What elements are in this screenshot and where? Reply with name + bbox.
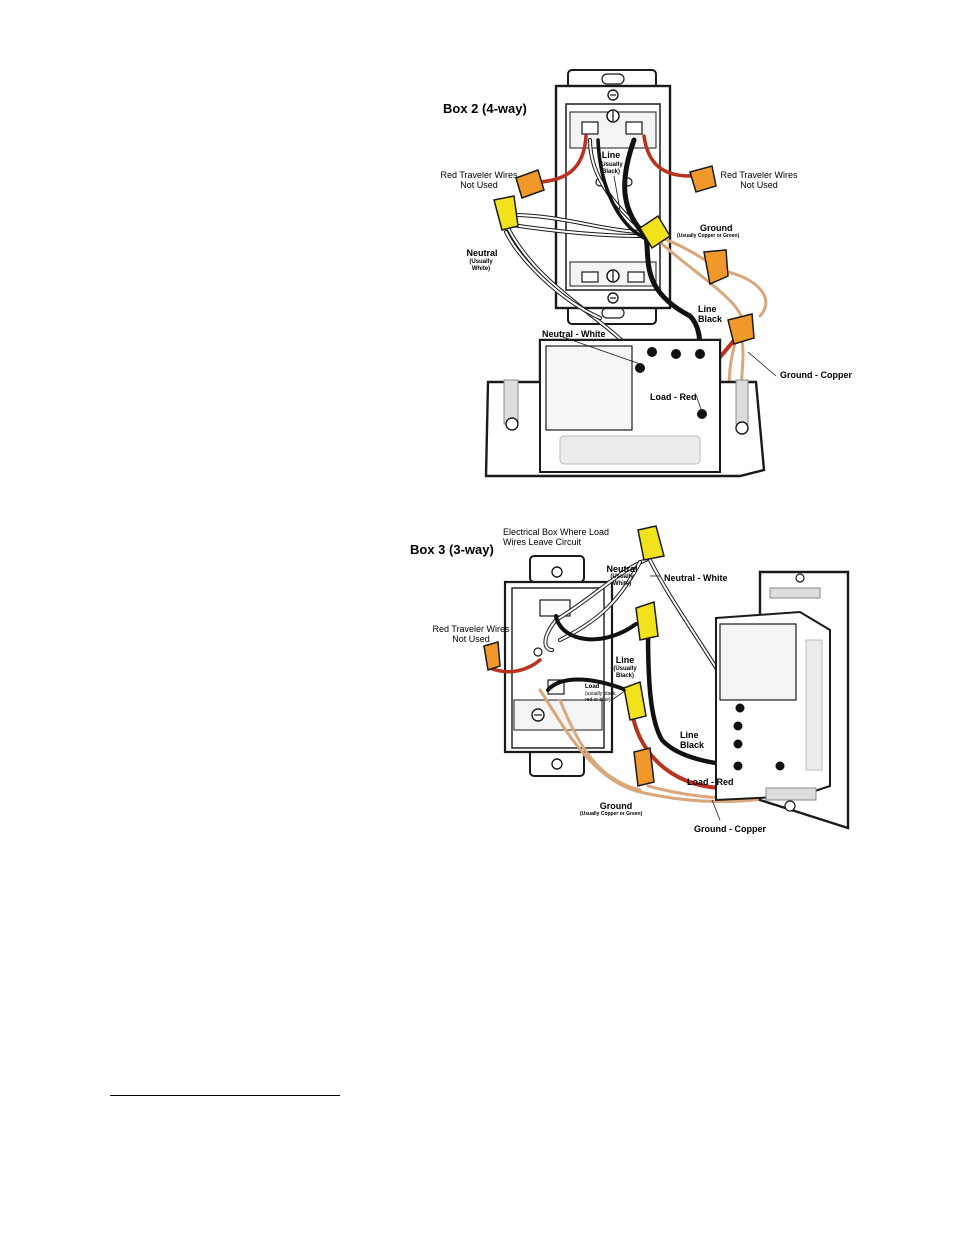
box2-label-red-traveler-right: Red Traveler Wires Not Used bbox=[720, 170, 798, 191]
box2-illustration bbox=[484, 69, 777, 478]
box3-illustration bbox=[483, 525, 850, 830]
box3-label-neutral-white: Neutral - White bbox=[664, 573, 728, 583]
box2-wire-nuts bbox=[493, 165, 755, 345]
box3-label-ground-copper: Ground - Copper bbox=[694, 824, 766, 834]
box3-switch-box bbox=[503, 555, 614, 777]
box3-label-ground-sub: (Usually Copper or Green) bbox=[580, 811, 643, 817]
box3-label-red-traveler: Red Traveler Wires Not Used bbox=[432, 624, 510, 645]
footnote-separator bbox=[110, 1095, 340, 1096]
box2-label-ground-sub: (Usually Copper or Green) bbox=[677, 233, 740, 239]
box2-label-neutral-white: Neutral - White bbox=[542, 329, 606, 339]
box2-label-line-title: Line bbox=[601, 150, 621, 160]
box2-label-neutral-title: Neutral bbox=[466, 248, 498, 258]
box3-leader-lines bbox=[611, 575, 721, 821]
box3-label-load-red: Load - Red bbox=[687, 777, 734, 787]
box2-label-red-traveler-left: Red Traveler Wires Not Used bbox=[440, 170, 518, 191]
box2-label-load-red: Load - Red bbox=[650, 392, 697, 402]
box3-wire-nuts bbox=[483, 525, 665, 787]
box3-label-electrical-box: Electrical Box Where Load Wires Leave Ci… bbox=[503, 527, 610, 548]
box2-label-ground-copper: Ground - Copper bbox=[780, 370, 852, 380]
box3-label-line-sub: (Usually Black) bbox=[613, 666, 637, 679]
box2-title: Box 2 (4-way) bbox=[443, 101, 527, 116]
box3-label-ground-title: Ground bbox=[599, 801, 633, 811]
box3-label-line-black: Line Black bbox=[680, 730, 705, 751]
box3-label-neutral-title: Neutral bbox=[606, 564, 638, 574]
box3-label-line-title: Line bbox=[615, 655, 635, 665]
box3-label-load-sub: (usually black, red or blue) bbox=[585, 691, 617, 703]
box2-smart-switch bbox=[484, 338, 766, 478]
box2-label-line-black: Line Black bbox=[698, 304, 723, 325]
box3-title: Box 3 (3-way) bbox=[410, 542, 494, 557]
box2-label-neutral-sub: (Usually White) bbox=[469, 259, 493, 272]
box2-leader-lines bbox=[559, 175, 777, 413]
box3-smart-switch bbox=[715, 570, 850, 830]
box2-label-ground-title: Ground bbox=[700, 223, 733, 233]
box2-label-line-sub: (Usually Black) bbox=[599, 162, 623, 175]
box3-label-neutral-sub: (Usually White) bbox=[610, 574, 634, 587]
box3-label-load-title: Load bbox=[585, 684, 600, 690]
